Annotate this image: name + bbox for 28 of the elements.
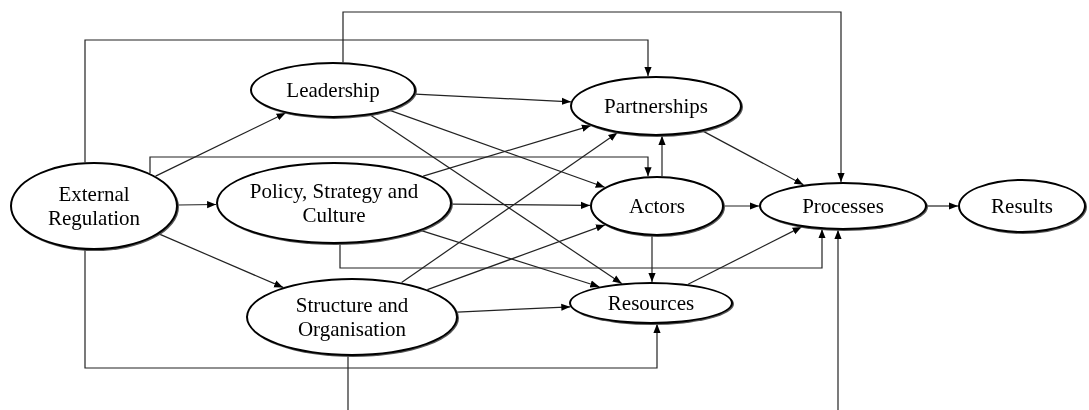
node-label: Structure and Organisation [294,292,410,342]
arrow [155,112,287,177]
arrow [339,228,826,269]
arrow [926,202,959,210]
arrow [414,93,572,105]
arrow [456,303,571,313]
arrow [723,202,760,210]
node-label: Actors [629,193,685,219]
node-label: Resources [607,290,695,316]
arrow [84,39,652,163]
node-label: External Regulation [46,181,142,231]
node-label: Leadership [286,77,380,103]
arrow [389,109,606,188]
arrow [422,124,592,177]
arrow [158,233,284,288]
node-label: Policy, Strategy and Culture [248,178,420,228]
arrow [84,249,661,369]
arrow [426,224,606,291]
arrow [648,235,656,283]
node-label: Results [991,193,1053,219]
arrow [451,201,591,209]
arrow [834,229,842,410]
arrow [149,156,652,177]
arrow [342,11,845,183]
node-label: Processes [802,193,884,219]
arrow [658,135,666,177]
node-label: Partnerships [604,93,708,119]
arrow [177,201,217,209]
